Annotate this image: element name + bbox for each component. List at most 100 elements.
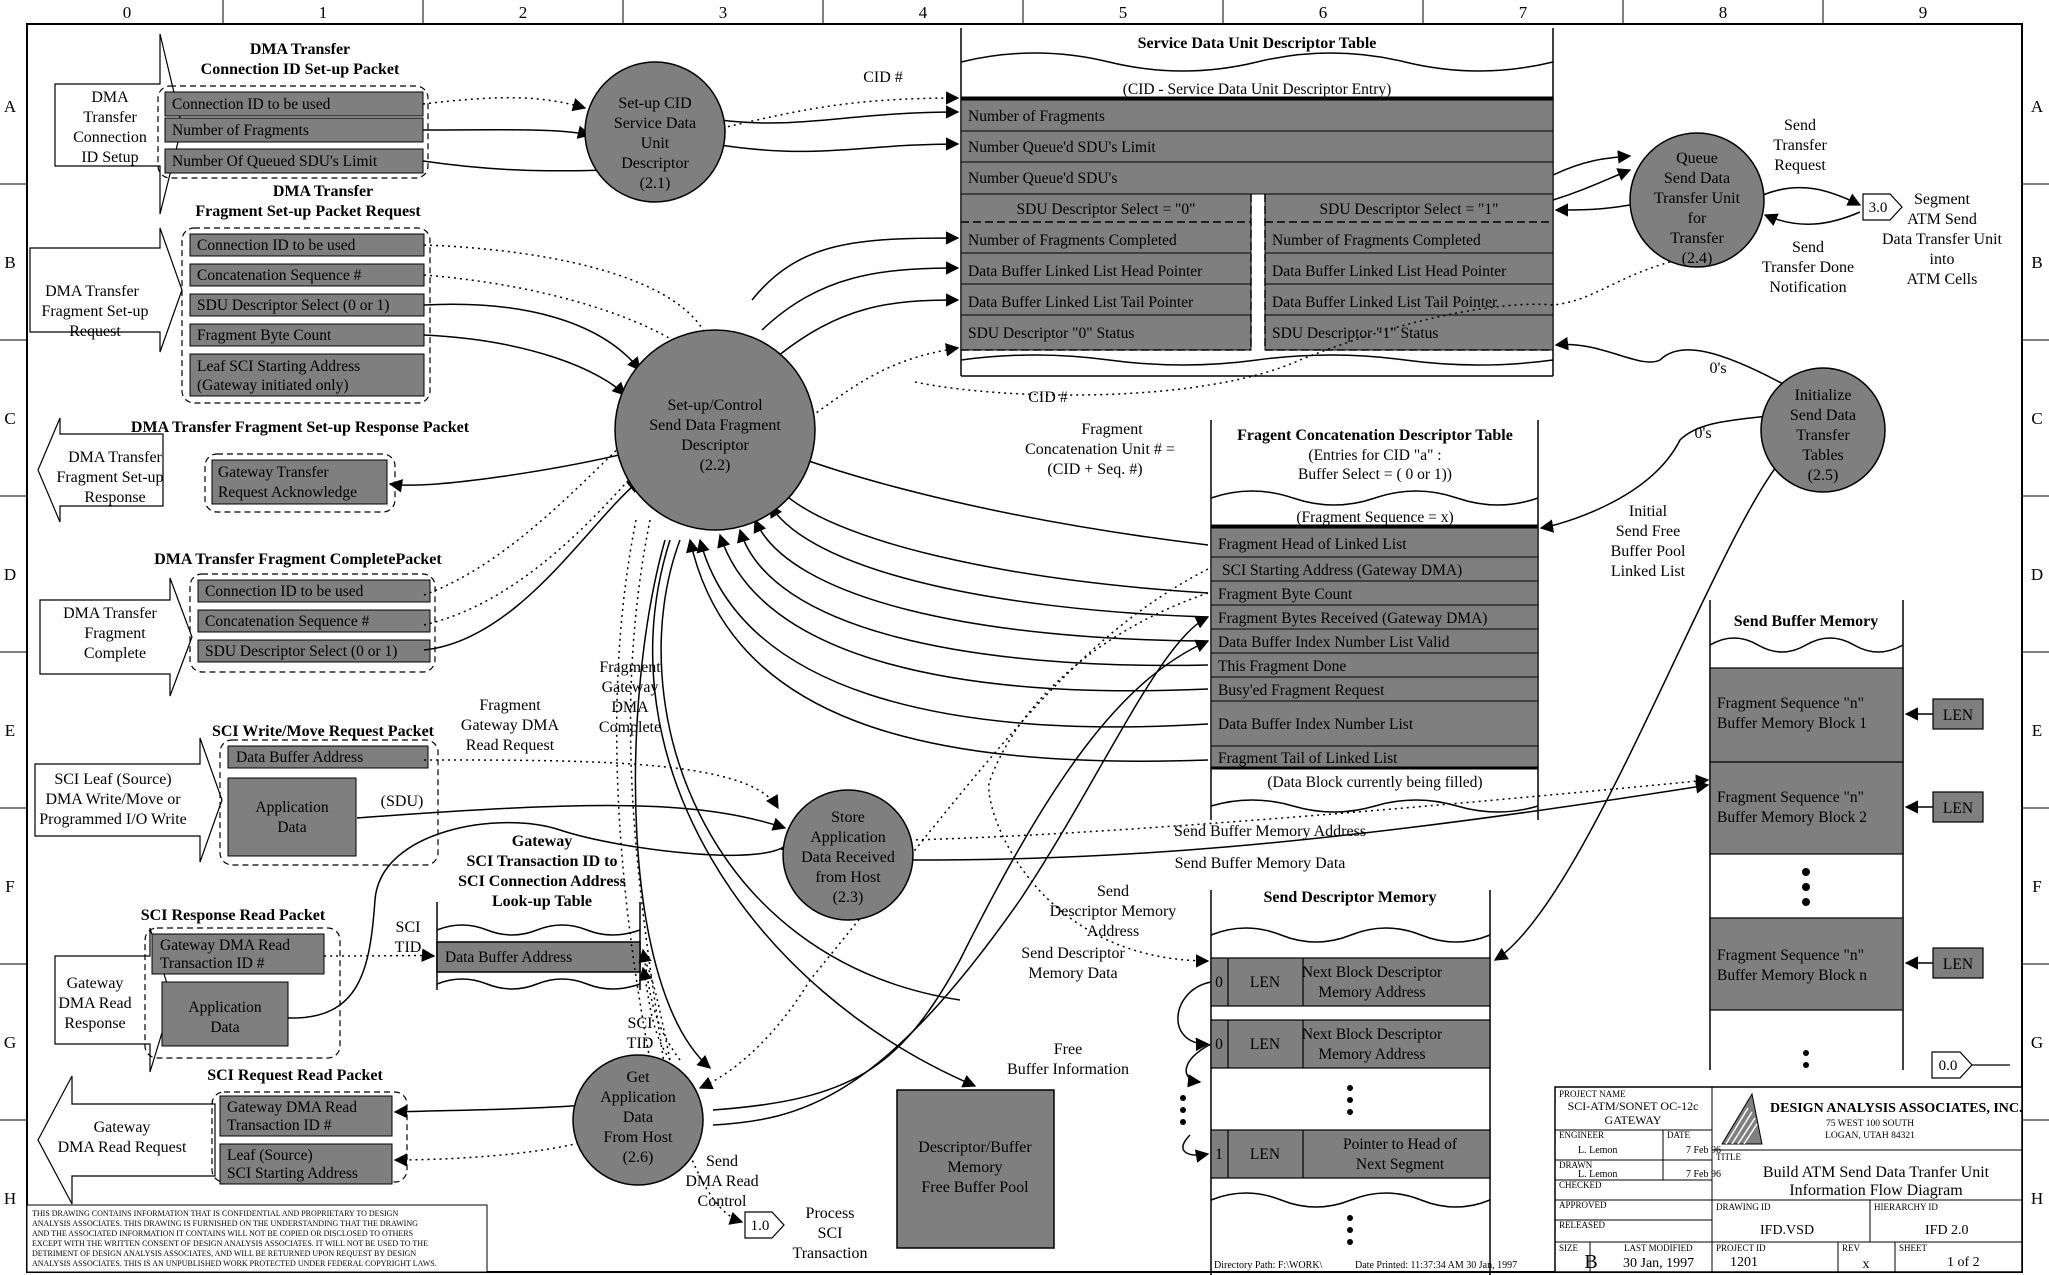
table-row: SDU Descriptor "0" Status (968, 325, 1134, 342)
packet-field: Transaction ID # (227, 1117, 332, 1134)
connector-text: ATM Cells (1907, 271, 1978, 288)
revision: x (1863, 1257, 1870, 1272)
notice-line: ANALYSIS ASSOCIATES. THIS IS AN UNPUBLIS… (32, 1259, 437, 1268)
engineer: L. Lemon (1578, 1145, 1617, 1156)
row-label: G (4, 1033, 16, 1052)
title-block: PROJECT NAME ENGINEER DATE DRAWN CHECKED… (1554, 1086, 2023, 1273)
process-text: Transfer (1796, 427, 1850, 444)
descriptor-text: Next Block Descriptor (1302, 1026, 1443, 1043)
sheet-size: B (1584, 1251, 1597, 1273)
company-address: 75 WEST 100 SOUTH (1826, 1119, 1914, 1129)
row-label: F (2032, 877, 2041, 896)
process-text: Transfer Unit (1654, 190, 1741, 207)
directory-path: Directory Path: F:\WORK\ (1214, 1260, 1323, 1271)
ext-text: SCI Leaf (Source) (54, 771, 171, 788)
offpage-connectors (744, 193, 1973, 1239)
packet-field: Concatenation Sequence # (197, 267, 362, 284)
table-row: Data Buffer Linked List Tail Pointer (1272, 294, 1498, 311)
tb-label: LAST MODIFIED (1624, 1243, 1693, 1253)
connector-1-0 (744, 1211, 785, 1239)
col-label: 0 (123, 3, 132, 22)
packet-field: Transaction ID # (160, 955, 265, 972)
table-row: Number of Fragments (968, 108, 1105, 125)
process-2-6 (572, 1054, 704, 1186)
confidential-notice: THIS DRAWING CONTAINS INFORMATION THAT I… (26, 1204, 488, 1273)
tb-label: SHEET (1899, 1243, 1928, 1253)
date-printed: Date Printed: 11:37:34 AM 30 Jan, 1997 (1355, 1260, 1517, 1271)
flow-label: Send (1784, 117, 1816, 134)
packet-field: Gateway DMA Read (227, 1099, 357, 1116)
process-text: from Host (815, 869, 881, 886)
packet-field: SDU Descriptor Select (0 or 1) (197, 297, 389, 314)
descriptor-text: Memory Address (1318, 1046, 1425, 1063)
packet-field: Connection ID to be used (197, 237, 356, 254)
ext-text: DMA Read (58, 995, 131, 1012)
process-text: Get (626, 1069, 650, 1086)
pool-text: Memory (947, 1159, 1002, 1176)
pool-text: Descriptor/Buffer (918, 1139, 1032, 1156)
packet-field: Data (210, 1019, 239, 1036)
ext-text: DMA Transfer (45, 283, 139, 300)
packet-field-text: Connection ID to be used Number of Fragm… (160, 96, 397, 1182)
row-label: B (4, 253, 15, 272)
process-text: From Host (604, 1129, 673, 1146)
project-id: 1201 (1730, 1255, 1758, 1270)
drawing-frame (26, 23, 2023, 1273)
process-text: Set-up/Control (667, 397, 763, 414)
drawing-title: Build ATM Send Data Tranfer Unit (1763, 1164, 1990, 1181)
process-text: Descriptor (621, 155, 689, 172)
col-label: 5 (1119, 3, 1128, 22)
flow-label: Send Buffer Memory Data (1175, 855, 1346, 872)
process-2-5 (1760, 367, 1886, 493)
footer: Directory Path: F:\WORK\ Date Printed: 1… (1214, 1260, 1517, 1271)
ext-text: Gateway (94, 1119, 151, 1136)
process-labels: Set-up CID Service Data Unit Descriptor … (600, 95, 1856, 1166)
process-text: Store (831, 809, 865, 826)
table-subtitle: (Entries for CID "a" : (1308, 447, 1441, 464)
table-subtitle: (Fragment Sequence = x) (1296, 509, 1453, 526)
ext-text: ID Setup (81, 149, 138, 166)
packet-title: DMA Transfer (250, 41, 350, 58)
process-text: Tables (1802, 447, 1844, 464)
packet-title: Fragment Set-up Packet Request (195, 203, 421, 220)
flow-label: DMA (611, 699, 649, 716)
row-label: E (5, 721, 15, 740)
packet-field: Request Acknowledge (218, 484, 357, 501)
connector-0-0 (1931, 1051, 1973, 1079)
flow-label: Send (1792, 239, 1824, 256)
flow-label: TID (627, 1035, 654, 1052)
flow-label: Concatenation Unit # = (1025, 441, 1175, 458)
table-row: Data Buffer Linked List Head Pointer (1272, 263, 1507, 280)
process-text: Transfer (1670, 230, 1724, 247)
ext-text: Fragment Set-up (41, 303, 148, 320)
table-row: Number Queue'd SDU's Limit (968, 139, 1156, 156)
table-row: Fragment Byte Count (1218, 586, 1353, 603)
block-text: Buffer Memory Block n (1717, 967, 1867, 984)
flow-label: Send Buffer Memory Address (1174, 823, 1366, 840)
tb-label: DRAWING ID (1716, 1202, 1771, 1212)
project-name: SCI-ATM/SONET OC-12c (1568, 1099, 1699, 1113)
row-label: H (4, 1189, 16, 1208)
flow-label: Request (1774, 157, 1826, 174)
grid-labels: 0 1 2 3 4 5 6 7 8 9 A B C D E F G H A B … (4, 3, 2044, 1208)
process-2-1 (584, 61, 726, 203)
notice-line: THIS DRAWING CONTAINS INFORMATION THAT I… (32, 1209, 398, 1218)
flow-label: Buffer Information (1007, 1061, 1129, 1078)
last-modified: 30 Jan, 1997 (1623, 1256, 1694, 1271)
col-label: 2 (519, 3, 528, 22)
descriptor-text: Next Segment (1356, 1156, 1445, 1173)
ext-text: Fragment (84, 625, 146, 642)
table-row: Busy'ed Fragment Request (1218, 682, 1385, 699)
flow-label: Fragment (479, 697, 541, 714)
ext-text: DMA Transfer (63, 605, 157, 622)
drawing-id: IFD.VSD (1760, 1223, 1814, 1238)
ext-text: Complete (84, 645, 146, 662)
process-text: Service Data (614, 115, 696, 132)
ext-text: Gateway (67, 975, 124, 992)
packet-field: Fragment Byte Count (197, 327, 332, 344)
table-row: Number of Fragments Completed (1272, 232, 1481, 249)
date: 7 Feb 96 (1686, 1169, 1721, 1180)
packet-field: Gateway Transfer (218, 464, 329, 481)
flow-label: SCI (628, 1015, 653, 1032)
descriptor-text: Memory Address (1318, 984, 1425, 1001)
